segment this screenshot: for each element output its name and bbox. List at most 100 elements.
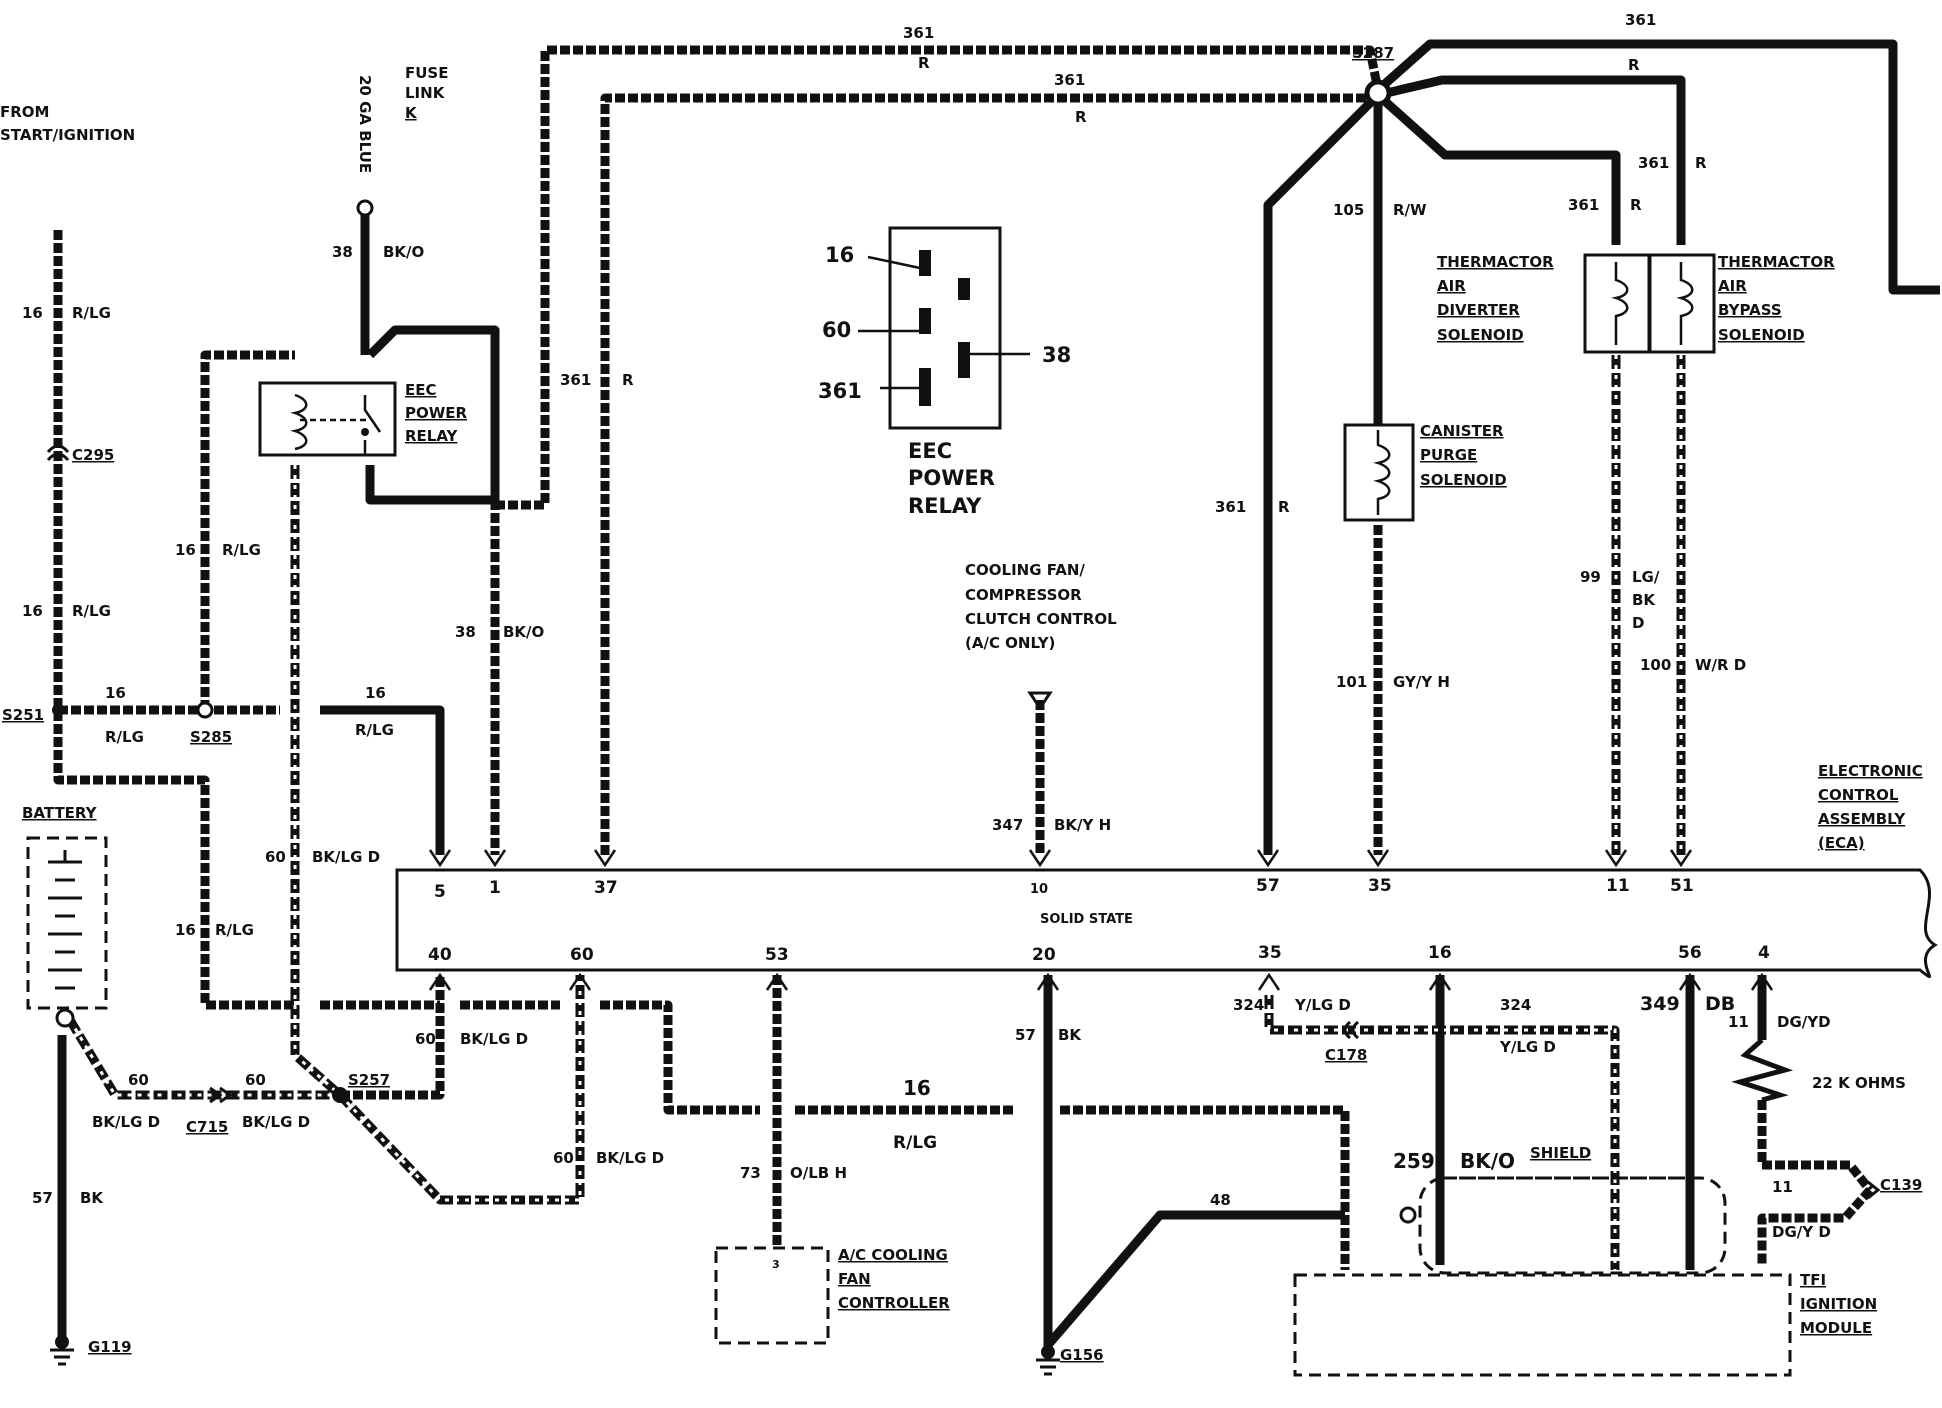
relay-detail-pin: [919, 368, 931, 406]
thermactor-diverter-label: DIVERTER: [1437, 301, 1520, 319]
wire-label: R: [1695, 154, 1707, 172]
battery-terminal-icon: [55, 1008, 75, 1028]
wire-label: 361: [1054, 71, 1085, 89]
ac-controller-box: [714, 1246, 830, 1345]
shield-enclosure: [1418, 1176, 1727, 1275]
splice-s287-icon: [1364, 79, 1392, 107]
splice-s285-icon: [196, 701, 214, 719]
ecu-pin-label: 4: [1758, 943, 1770, 963]
wire-label: R: [1278, 498, 1290, 516]
wire-label: 347: [992, 816, 1023, 834]
solid-state-label: SOLID STATE: [1040, 912, 1133, 927]
wire-label: 60: [415, 1030, 436, 1048]
wire-label: BK/LG D: [596, 1149, 664, 1167]
wire-label: 361: [1625, 11, 1656, 29]
wire-label: R: [918, 54, 930, 72]
wire-16-to-pin5: [320, 705, 445, 855]
wire-label: 105: [1333, 201, 1364, 219]
from-start-label: START/IGNITION: [0, 126, 135, 144]
wire-60-s257-to-pin40: [340, 975, 445, 1100]
wire-38-relay-out: [365, 325, 500, 505]
wire-label: 16: [22, 304, 43, 322]
wire-60-to-pin60-inner: [338, 975, 582, 1202]
canister-purge-label: SOLENOID: [1420, 471, 1507, 489]
relay-detail-title: EEC: [908, 439, 952, 463]
wire-label: 100: [1640, 656, 1671, 674]
wire-label: R: [622, 371, 634, 389]
fuse-link-label: FUSE: [405, 64, 448, 82]
canister-purge-label: PURGE: [1420, 446, 1477, 464]
ecu-pin-label: 60: [570, 945, 594, 965]
cooling-fan-label: COOLING FAN/: [965, 561, 1085, 579]
wire-label: 16: [105, 684, 126, 702]
ecu-pin-label: 40: [428, 945, 452, 965]
resistor-label: 22 K OHMS: [1812, 1074, 1906, 1092]
wire-label: 324: [1233, 996, 1264, 1014]
wire-324-a: [1264, 995, 1620, 1270]
wire-label: 48: [1210, 1191, 1231, 1209]
thermactor-bypass-label: AIR: [1718, 277, 1747, 295]
wire-label: 99: [1580, 568, 1601, 586]
cooling-fan-arrow-icon: [1027, 691, 1053, 711]
battery-plates-icon: [48, 850, 82, 990]
eec-relay-label: EEC: [405, 381, 437, 399]
wire-label: 11: [1728, 1013, 1749, 1031]
tfi-label: MODULE: [1800, 1319, 1872, 1337]
relay-detail-pin: [958, 342, 970, 378]
wire-label: R/W: [1393, 201, 1427, 219]
relay-coil-icon: [290, 393, 308, 451]
wire-label: 60: [553, 1149, 574, 1167]
wire-label: DG/YD: [1777, 1013, 1831, 1031]
wire-60-from-relay-inner: [293, 465, 341, 1097]
wire-label: BK: [1632, 591, 1656, 609]
ecu-bottom-arrows: [428, 972, 1774, 991]
relay-detail-pin: [919, 308, 931, 334]
relay-detail-pin-label: 60: [822, 318, 851, 342]
wire-label: 16: [365, 684, 386, 702]
wire-label: LG/: [1632, 568, 1660, 586]
wire-label: BK/O: [503, 623, 544, 641]
thermactor-bypass-label: THERMACTOR: [1718, 253, 1835, 271]
wire-label: 101: [1336, 673, 1367, 691]
relay-contact-icon: [363, 395, 382, 455]
wire-label: 73: [740, 1164, 761, 1182]
wire-label: BK/LG D: [242, 1113, 310, 1131]
connector-label: G156: [1060, 1346, 1104, 1364]
ecu-pin-label: 5: [434, 882, 446, 902]
cooling-fan-label: CLUTCH CONTROL: [965, 610, 1117, 628]
ecu-pin-label: 1: [489, 878, 501, 898]
connector-c295-icon: [46, 444, 70, 462]
eec-relay-label: POWER: [405, 404, 468, 422]
wire-label: 16: [175, 921, 196, 939]
relay-detail-pin-label: 38: [1042, 343, 1071, 367]
fuse-link-label: K: [405, 104, 418, 122]
ecu-pin-label: 57: [1256, 876, 1280, 896]
connector-label: C178: [1325, 1046, 1367, 1064]
relay-detail-pin: [958, 278, 970, 300]
wire-label: BK: [1058, 1026, 1082, 1044]
wire-label: DB: [1705, 993, 1735, 1015]
connector-label: S251: [2, 706, 44, 724]
wire-11-b: [1757, 1100, 1874, 1193]
tfi-label: IGNITION: [1800, 1295, 1877, 1313]
wire-label: Y/LG D: [1499, 1038, 1556, 1056]
thermactor-diverter-label: THERMACTOR: [1437, 253, 1554, 271]
ground-g119-icon: [50, 1348, 74, 1366]
ecu-pin-label: 35: [1258, 943, 1282, 963]
bypass-coil-icon: [1676, 262, 1694, 345]
ecu-pin-label: 11: [1606, 876, 1630, 896]
wire-label: R: [1628, 56, 1640, 74]
wire-label: GY/Y H: [1393, 673, 1450, 691]
ecu-label: ELECTRONIC: [1818, 762, 1923, 780]
thermactor-bypass-label: SOLENOID: [1718, 326, 1805, 344]
ecu-label: CONTROL: [1818, 786, 1899, 804]
splice-s257-icon: [332, 1087, 348, 1103]
wire-16-lower: [600, 1000, 760, 1115]
wire-label: R/LG: [72, 602, 111, 620]
ecu-pin-label: 56: [1678, 943, 1702, 963]
wire-16-from-ignition: [53, 230, 295, 1010]
shield-label: SHIELD: [1530, 1144, 1591, 1162]
relay-detail-pin-label: 16: [825, 243, 854, 267]
ecu-pin-label: 10: [1030, 882, 1048, 897]
shield-ground-icon: [1399, 1206, 1417, 1224]
